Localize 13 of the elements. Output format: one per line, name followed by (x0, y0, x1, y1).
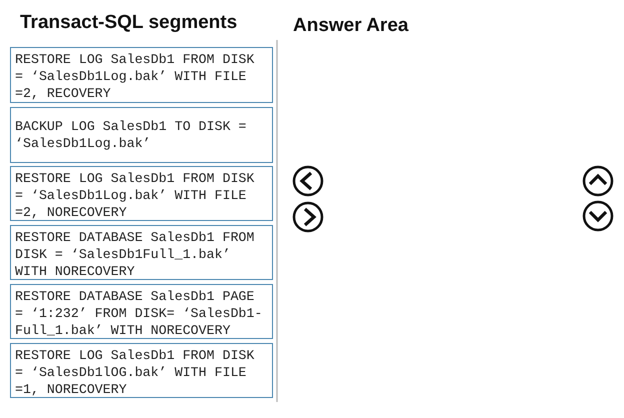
code-segment-box (10, 166, 273, 221)
code-segment-box (10, 107, 273, 163)
code-text: RESTORE LOG SalesDb1 FROM DISK = ‘SalesDb1Log.bak’ WITH FILE =2, NORECOVERY (15, 170, 256, 221)
heading: Answer Area (293, 15, 408, 37)
code-text: RESTORE DATABASE SalesDb1 PAGE = ‘1:232’ FROM DISK= ‘SalesDb1-Full_1.bak’ WITH NORECOVERY (15, 288, 264, 339)
code-segment-box (10, 225, 273, 280)
code-segment-box (10, 47, 273, 103)
code-text: RESTORE DATABASE SalesDb1 FROM DISK = ‘SalesDb1Full_1.bak’ WITH NORECOVERY (15, 229, 256, 280)
code-text: BACKUP LOG SalesDb1 TO DISK = ‘SalesDb1Log.bak’ (15, 118, 248, 152)
code-text: RESTORE LOG SalesDb1 FROM DISK = ‘SalesDb1lOG.bak’ WITH FILE =1, NORECOVERY (15, 347, 256, 398)
code-text: RESTORE LOG SalesDb1 FROM DISK = ‘SalesDb1Log.bak’ WITH FILE =2, RECOVERY (15, 51, 256, 102)
heading: Transact-SQL segments (20, 12, 238, 34)
code-segment-box (10, 343, 273, 398)
